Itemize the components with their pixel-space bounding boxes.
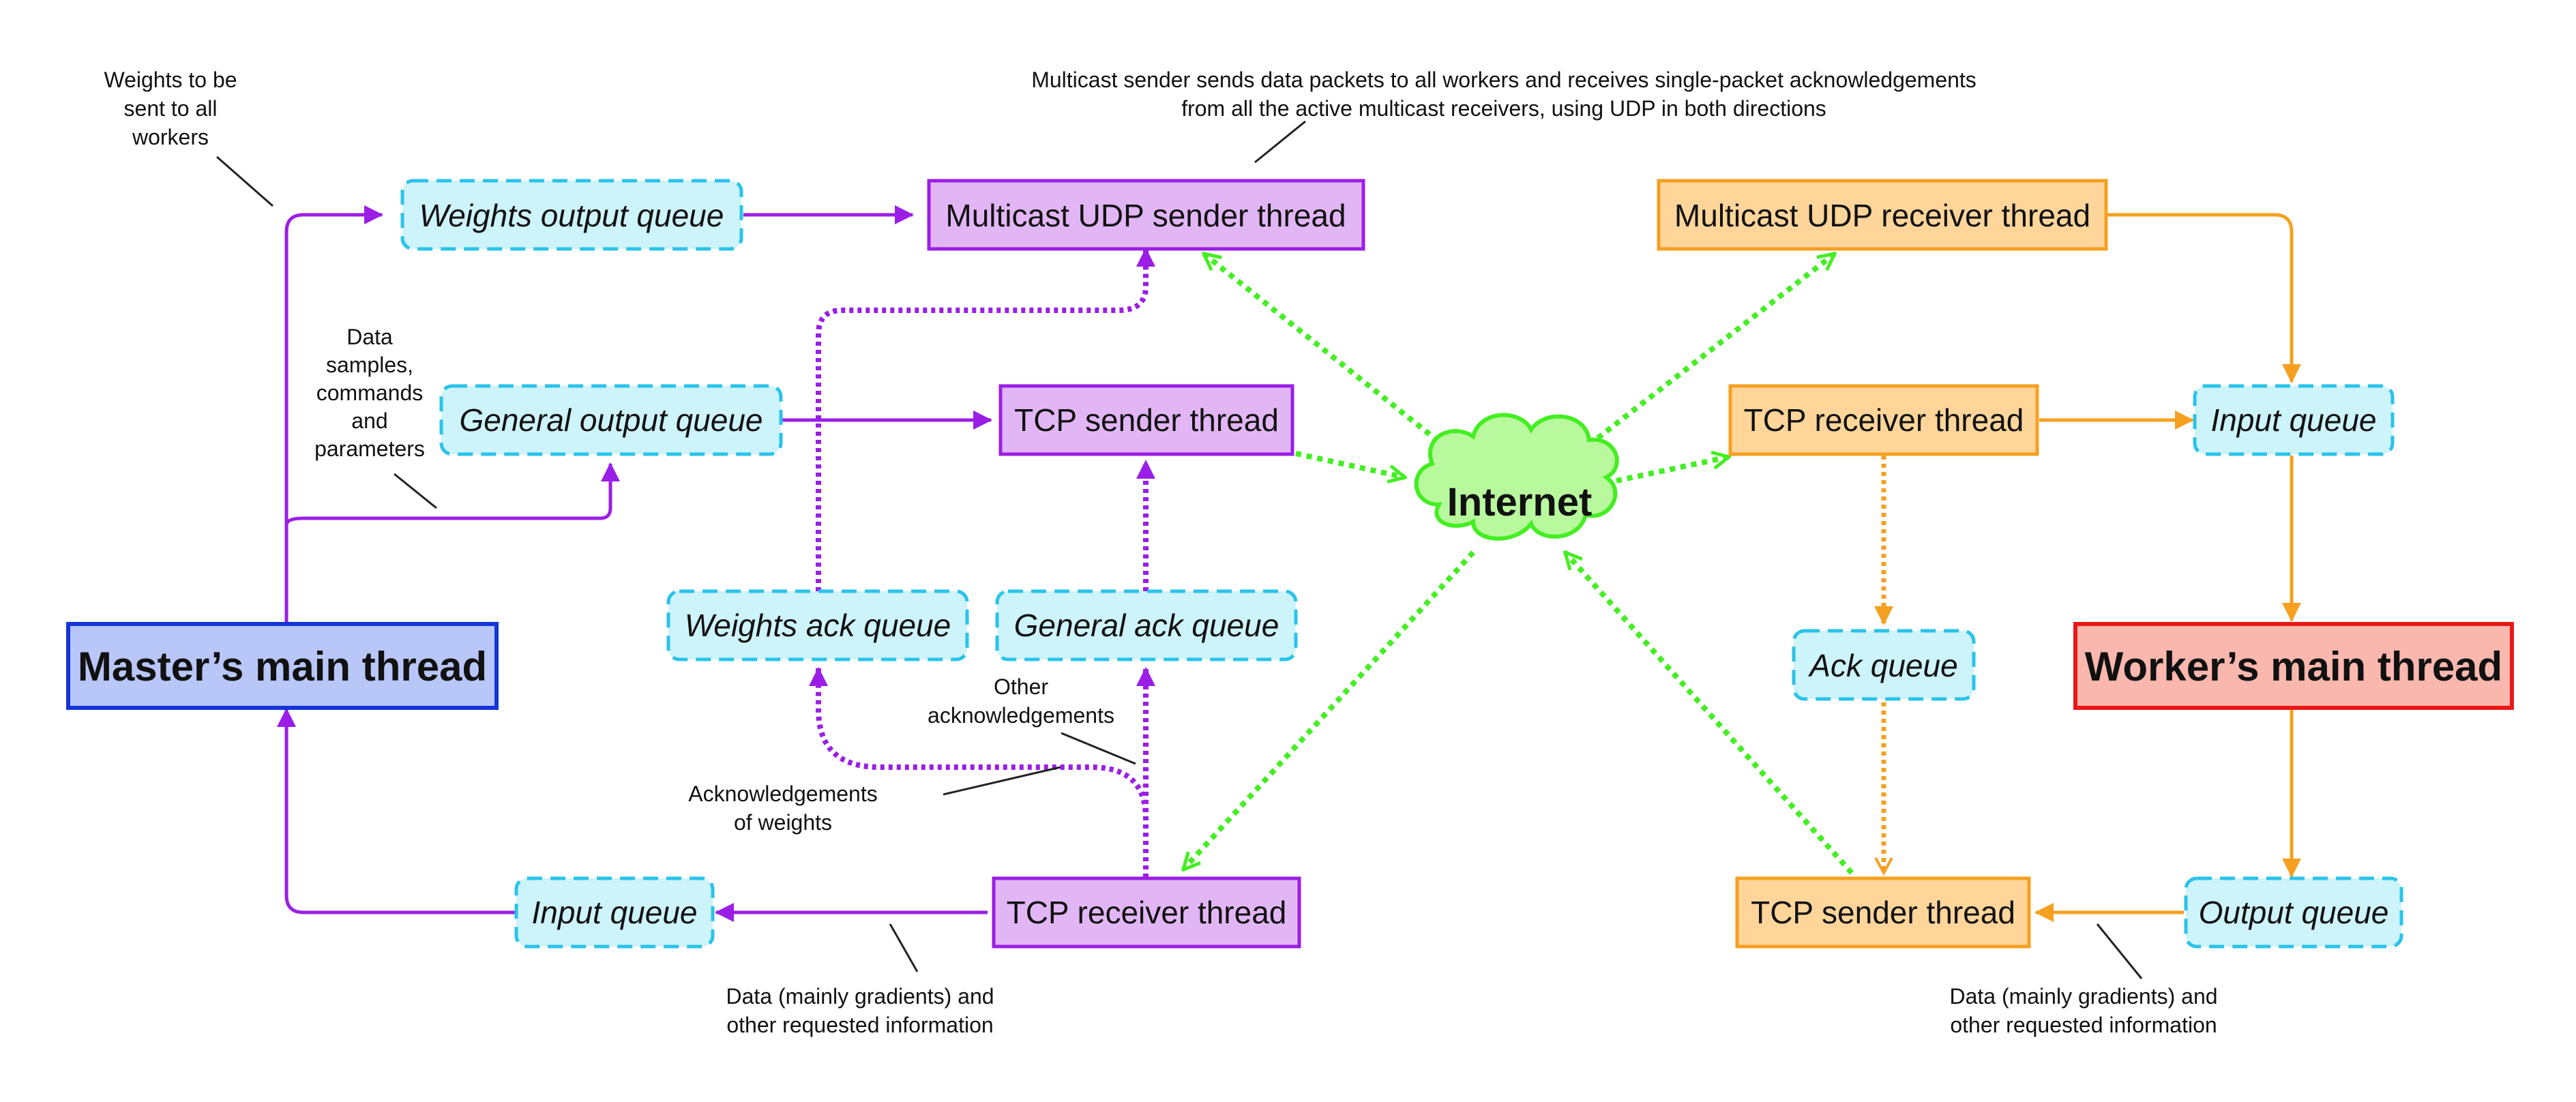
master-main-thread-label: Master’s main thread [78,644,487,689]
annotation-worker-data: Data (mainly gradients) and other reques… [1949,984,2217,1037]
weights-ack-queue: Weights ack queue [666,589,969,661]
internet-label: Internet [1447,480,1593,524]
worker-tcp-receiver-label: TCP receiver thread [1744,402,2024,438]
annotation-line: Acknowledgements [688,781,877,806]
annotation-multicast-note: Multicast sender sends data packets to a… [1031,68,1977,121]
general-output-queue-label: General output queue [459,402,763,438]
master-ack-connectors [809,248,1155,878]
master-tcp-receiver-label: TCP receiver thread [1007,895,1287,930]
leader-weights [216,155,273,207]
annotation-line: commands [316,381,424,405]
worker-ack-queue: Ack queue [1792,629,1976,701]
arrow-master-to-weights-output [284,205,383,626]
worker-tcp-sender-label: TCP sender thread [1751,895,2015,930]
master-tcp-sender-thread: TCP sender thread [998,384,1294,456]
leader-multicast [1254,120,1306,164]
link-tcp-sender-w-internet [1565,552,1854,875]
worker-connectors [2034,213,2301,922]
link-multicast-receiver-internet [1582,254,1835,450]
annotation-ack-of-weights: Acknowledgements of weights [688,781,877,835]
annotation-line: Other [994,674,1048,699]
annotation-line: Weights to be [104,68,237,92]
general-ack-queue: General ack queue [995,589,1298,661]
annotation-line: sent to all [124,96,218,121]
link-multicast-sender-internet [1204,254,1449,450]
internet-cloud: Internet [1414,413,1619,541]
arrow-tcp-receiver-to-weights-ack [809,667,1149,878]
worker-tcp-receiver-thread: TCP receiver thread [1728,384,2039,456]
general-ack-queue-label: General ack queue [1014,608,1279,643]
worker-input-queue: Input queue [2193,384,2395,456]
annotation-line: parameters [314,436,425,461]
worker-output-queue: Output queue [2184,876,2403,949]
annotation-line: and [351,408,387,433]
annotation-line: Data (mainly gradients) and [1949,984,2217,1009]
annotation-master-data: Data (mainly gradients) and other reques… [726,984,994,1037]
leader-ack-weights [943,766,1061,796]
leader-lines [216,120,2143,979]
annotation-line: of weights [734,810,832,835]
master-tcp-sender-label: TCP sender thread [1014,402,1279,438]
general-output-queue: General output queue [439,384,783,456]
multicast-udp-receiver-thread: Multicast UDP receiver thread [1657,179,2108,251]
annotation-line: workers [132,125,209,149]
annotation-other-acks: Other acknowledgements [928,674,1114,728]
annotation-line: samples, [326,353,413,377]
weights-ack-queue-label: Weights ack queue [685,608,951,643]
worker-tcp-sender-thread: TCP sender thread [1735,876,2031,949]
multicast-udp-sender-thread: Multicast UDP sender thread [927,179,1365,251]
annotation-line: acknowledgements [928,703,1114,728]
annotation-line: Data [346,325,393,349]
worker-main-thread: Worker’s main thread [2073,622,2514,710]
arrow-multicast-receiver-to-input [2107,213,2301,383]
annotation-line: other requested information [726,1013,993,1037]
internet-links [1183,254,1854,875]
annotation-line: other requested information [1950,1013,2217,1037]
master-input-queue: Input queue [514,876,715,949]
worker-output-queue-label: Output queue [2199,895,2389,930]
weights-output-queue: Weights output queue [400,179,743,251]
master-input-queue-label: Input queue [531,895,697,930]
master-tcp-receiver-thread: TCP receiver thread [992,876,1301,949]
leader-master-data [889,923,919,972]
leader-other-acks [1061,732,1136,765]
annotation-weights-to-workers: Weights to be sent to all workers [104,68,237,149]
annotation-line: Data (mainly gradients) and [726,984,994,1009]
arrow-input-to-master [277,708,515,914]
leader-data-samples [394,473,437,509]
master-connectors [277,205,992,922]
leader-worker-data [2096,923,2143,979]
arrow-master-to-general-output [284,462,620,526]
annotation-data-samples: Data samples, commands and parameters [314,325,425,461]
annotation-line: Multicast sender sends data packets to a… [1031,68,1977,92]
link-internet-tcp-receiver-w [1616,457,1729,483]
multicast-udp-receiver-label: Multicast UDP receiver thread [1674,198,2090,233]
master-main-thread: Master’s main thread [66,622,499,710]
worker-input-queue-label: Input queue [2210,402,2376,438]
worker-ack-queue-label: Ack queue [1807,648,1957,683]
worker-main-thread-label: Worker’s main thread [2085,644,2502,689]
link-tcp-sender-internet [1295,451,1405,477]
weights-output-queue-label: Weights output queue [419,198,724,233]
annotation-line: from all the active multicast receivers,… [1181,96,1826,121]
multicast-udp-sender-label: Multicast UDP sender thread [945,198,1346,233]
